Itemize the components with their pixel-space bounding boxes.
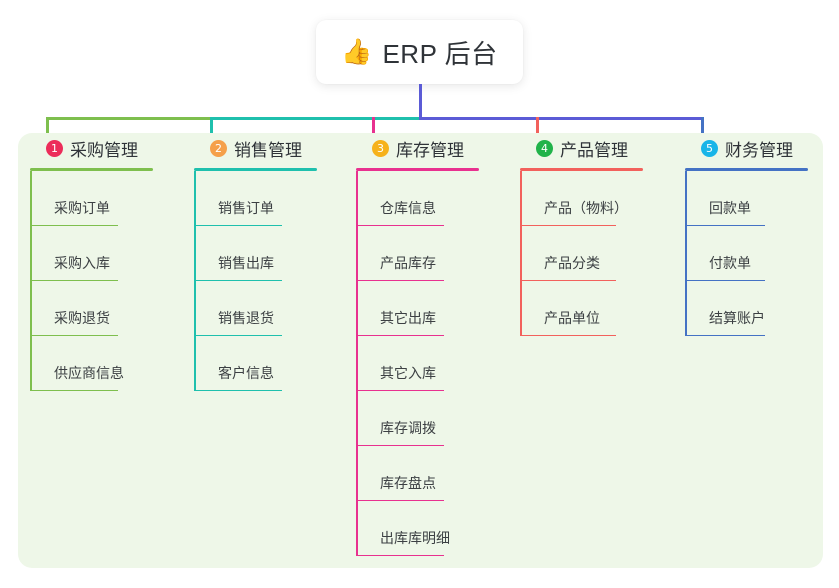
list-item-rule: [520, 224, 616, 226]
column-title: 财务管理: [725, 140, 793, 160]
list-item-label: 采购退货: [54, 310, 110, 326]
column-header-rule: [520, 168, 643, 171]
column-badge-icon: 4: [536, 139, 553, 157]
column-销售管理: 2 销售管理销售订单销售出库销售退货客户信息: [194, 133, 317, 391]
connector-bus-3: [419, 117, 703, 120]
column-spine: [194, 171, 196, 391]
list-item-label: 销售出库: [218, 255, 274, 271]
column-header-4[interactable]: 4 产品管理: [520, 133, 643, 163]
list-item-label: 销售退货: [218, 310, 274, 326]
list-item-label: 库存调拨: [380, 420, 436, 436]
list-item-label: 产品分类: [544, 255, 600, 271]
column-badge-icon: 1: [46, 139, 63, 157]
list-item-rule: [685, 224, 765, 226]
column-spine: [30, 171, 32, 391]
diagram-panel: 1 采购管理采购订单采购入库采购退货供应商信息 2 销售管理销售订单销售出库销售退货客…: [18, 133, 823, 568]
column-header-1[interactable]: 1 采购管理: [30, 133, 153, 163]
column-title: 销售管理: [234, 140, 302, 160]
list-item-label: 库存盘点: [380, 475, 436, 491]
connector-stem: [419, 84, 422, 119]
column-header-5[interactable]: 5 财务管理: [685, 133, 808, 163]
column-title: 库存管理: [396, 140, 464, 160]
column-badge-icon: 5: [701, 139, 718, 157]
list-item-rule: [194, 389, 282, 391]
list-item-rule: [356, 554, 444, 556]
list-item-rule: [685, 334, 765, 336]
list-item-rule: [356, 444, 444, 446]
list-item-label: 其它入库: [380, 365, 436, 381]
column-spine: [356, 171, 358, 556]
list-item-rule: [30, 224, 118, 226]
connector-drop-1: [46, 117, 49, 145]
column-badge-icon: 3: [372, 139, 389, 157]
thumbs-up-icon: 👍: [341, 37, 373, 66]
list-item-rule: [194, 224, 282, 226]
column-title: 采购管理: [70, 140, 138, 160]
list-item-label: 回款单: [709, 200, 751, 216]
column-产品管理: 4 产品管理产品（物料） 产品分类产品单位: [520, 133, 643, 336]
list-item-rule: [356, 224, 444, 226]
column-title: 产品管理: [560, 140, 628, 160]
list-item-rule: [356, 389, 444, 391]
connector-bus-2: [210, 117, 421, 120]
list-item-rule: [356, 334, 444, 336]
list-item-rule: [685, 279, 765, 281]
root-node-card[interactable]: 👍 ERP 后台: [316, 20, 523, 84]
root-title: ERP 后台: [382, 38, 498, 69]
column-spine: [685, 171, 687, 336]
list-item-rule: [30, 389, 118, 391]
list-item-label: 其它出库: [380, 310, 436, 326]
list-item-rule: [194, 334, 282, 336]
list-item-label: 客户信息: [218, 365, 274, 381]
list-item-label: 付款单: [709, 255, 751, 271]
list-item-rule: [356, 499, 444, 501]
column-header-rule: [194, 168, 317, 171]
connector-drop-4: [536, 117, 539, 145]
list-item-label: 供应商信息: [54, 365, 124, 381]
column-header-rule: [356, 168, 479, 171]
list-item-rule: [520, 279, 616, 281]
list-item-label: 采购订单: [54, 200, 110, 216]
column-财务管理: 5 财务管理回款单付款单结算账户: [685, 133, 808, 336]
list-item-label: 仓库信息: [380, 200, 436, 216]
column-header-2[interactable]: 2 销售管理: [194, 133, 317, 163]
connector-drop-3: [372, 117, 375, 145]
column-采购管理: 1 采购管理采购订单采购入库采购退货供应商信息: [30, 133, 153, 391]
list-item-label: 产品库存: [380, 255, 436, 271]
connector-drop-5: [701, 117, 704, 145]
list-item-rule: [30, 279, 118, 281]
list-item-rule: [520, 334, 616, 336]
list-item-rule: [356, 279, 444, 281]
column-header-rule: [30, 168, 153, 171]
connector-drop-2: [210, 117, 213, 145]
column-header-3[interactable]: 3 库存管理: [356, 133, 479, 163]
column-库存管理: 3 库存管理仓库信息产品库存其它出库其它入库库存调拨库存盘点出库库明细: [356, 133, 479, 556]
list-item-label: 销售订单: [218, 200, 274, 216]
list-item-label: 结算账户: [709, 310, 765, 326]
list-item-label: 产品（物料）: [544, 200, 628, 216]
column-header-rule: [685, 168, 808, 171]
connector-bus-1: [46, 117, 212, 120]
list-item-label: 产品单位: [544, 310, 600, 326]
list-item-label: 出库库明细: [380, 530, 450, 546]
list-item-rule: [30, 334, 118, 336]
column-spine: [520, 171, 522, 336]
list-item-label: 采购入库: [54, 255, 110, 271]
list-item-rule: [194, 279, 282, 281]
column-badge-icon: 2: [210, 139, 227, 157]
